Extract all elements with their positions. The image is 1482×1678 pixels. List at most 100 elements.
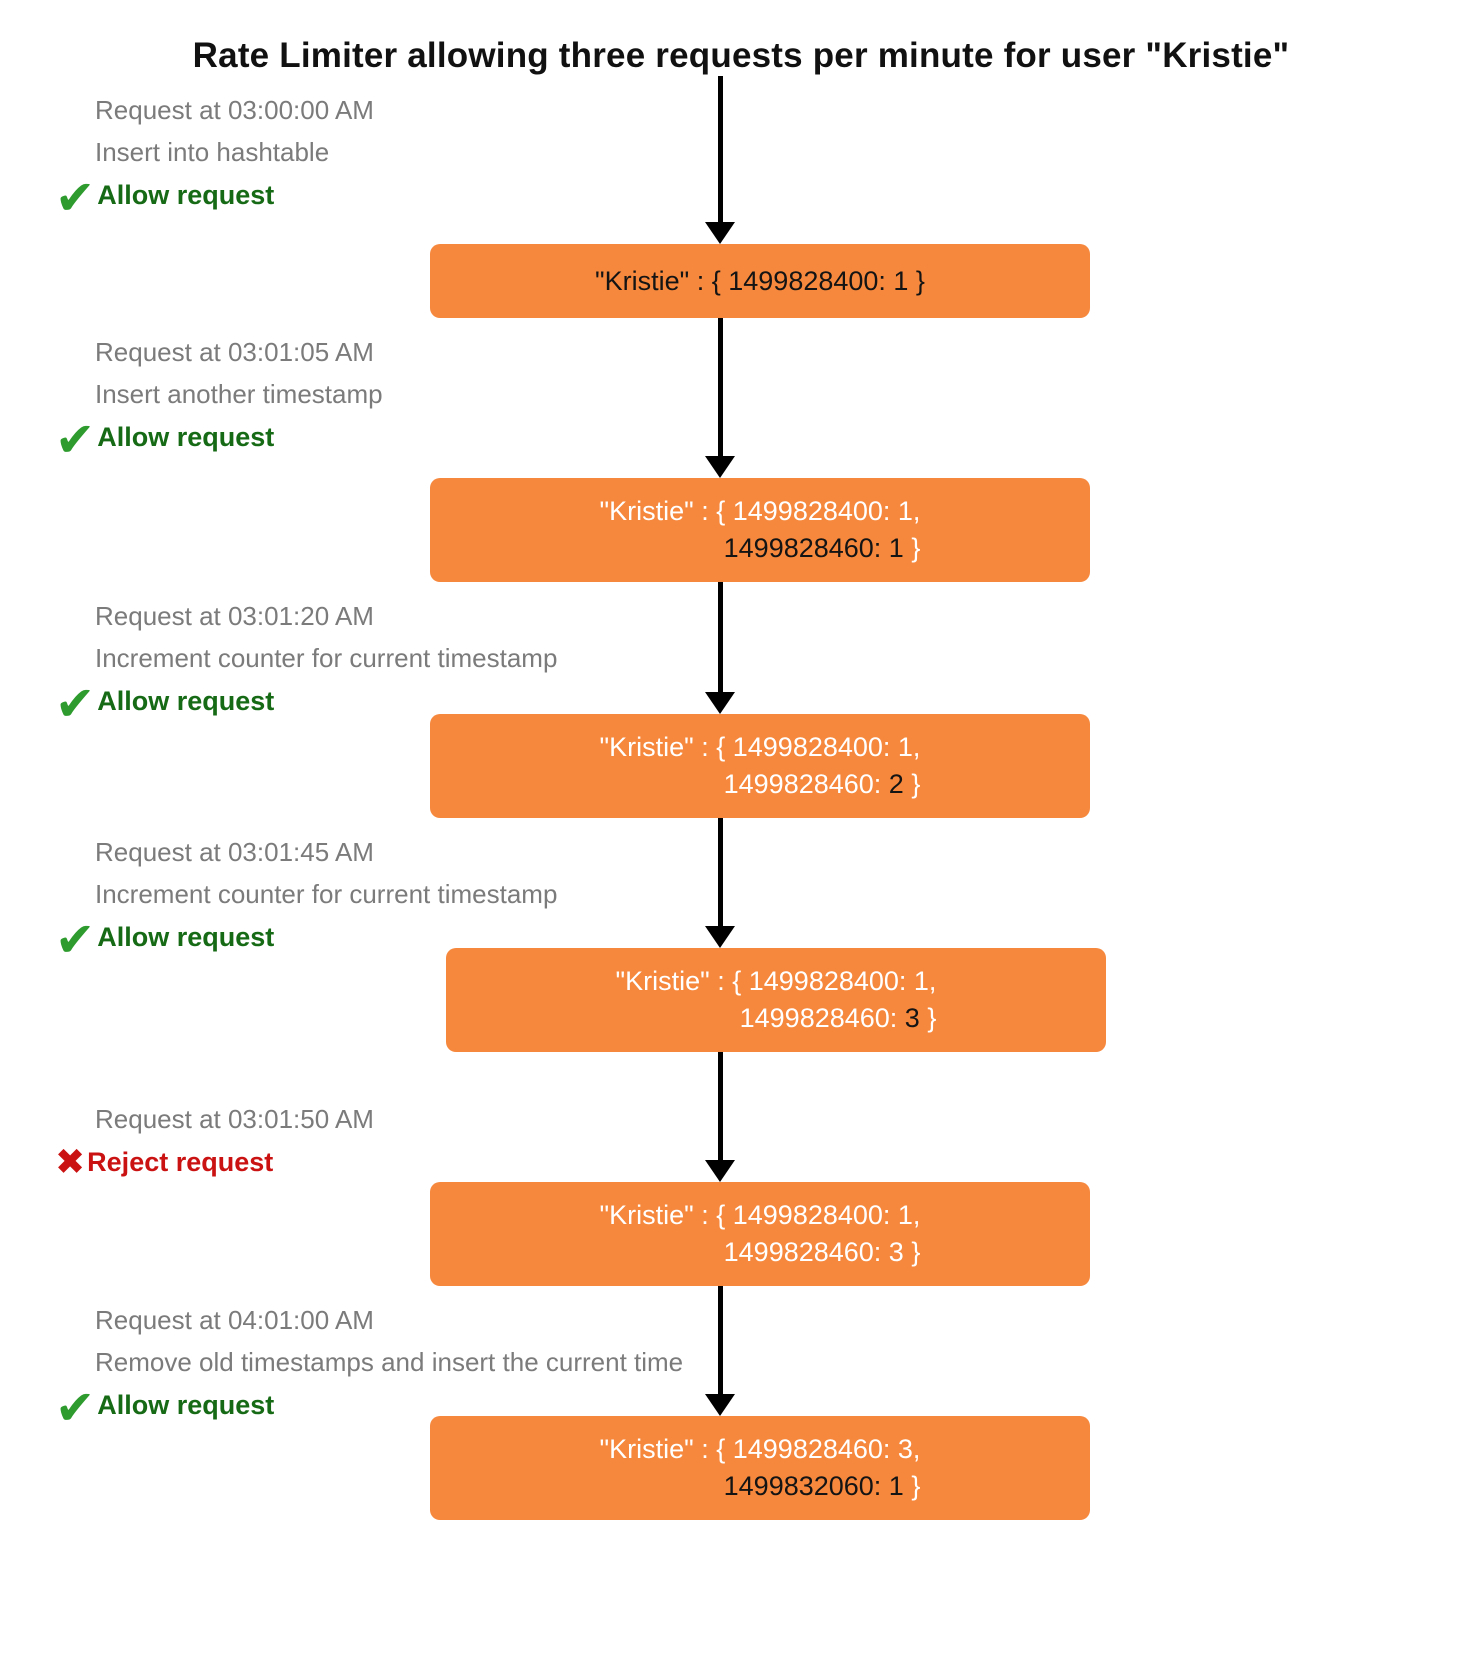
step-gap: Request at 03:01:20 AM Increment counter… [0, 582, 1482, 729]
verdict-text: Reject request [87, 1146, 274, 1177]
hashtable-text: 1499828460: [723, 769, 889, 799]
hashtable-text: } [903, 769, 921, 799]
step-annotation: Request at 03:01:20 AM Increment counter… [55, 595, 558, 729]
request-time-label: Request at 03:01:05 AM [95, 337, 374, 367]
request-time-label: Request at 03:01:50 AM [95, 1104, 374, 1134]
arrow-shaft [717, 1286, 723, 1394]
hashtable-text-line: "Kristie" : { 1499828400: 1, [446, 963, 1106, 1000]
arrow-head [705, 222, 735, 244]
diagram-title: Rate Limiter allowing three requests per… [192, 36, 1290, 75]
hashtable-text-line: 1499828460: 1 } [492, 530, 1152, 567]
step-annotation: Request at 03:01:05 AM Insert another ti… [55, 331, 383, 465]
x-icon: ✖ [55, 1141, 86, 1182]
request-time-label: Request at 04:01:00 AM [95, 1305, 374, 1335]
request-time-label: Request at 03:00:00 AM [95, 95, 374, 125]
step-gap: Request at 03:01:05 AM Insert another ti… [0, 318, 1482, 478]
verdict-label: ✔ Allow request [55, 914, 557, 967]
down-arrow-icon [702, 1052, 738, 1182]
hashtable-text: 1499828460: 3 } [723, 1237, 921, 1267]
arrow-shaft [717, 818, 723, 926]
hashtable-text-line: "Kristie" : { 1499828460: 3, [430, 1431, 1090, 1468]
down-arrow-icon [702, 318, 738, 478]
step-annotation: Request at 03:00:00 AM Insert into hasht… [55, 89, 374, 223]
flow-step: Request at 04:01:00 AM Remove old timest… [0, 1286, 1482, 1520]
check-icon: ✔ [55, 1382, 96, 1435]
down-arrow-icon [702, 582, 738, 714]
hashtable-text: } [919, 1003, 937, 1033]
step-gap: Request at 03:00:00 AM Insert into hasht… [0, 76, 1482, 244]
hashtable-node: "Kristie" : { 1499828400: 1,1499828460: … [430, 714, 1090, 818]
arrow-head [705, 456, 735, 478]
step-gap: Request at 04:01:00 AM Remove old timest… [0, 1286, 1482, 1433]
verdict-text: Allow request [97, 179, 275, 210]
changed-value-text: 1499828460: 1 [723, 533, 904, 563]
arrow-shaft [717, 582, 723, 692]
arrow-shaft [717, 318, 723, 456]
step-gap: Request at 03:01:50 AM ✖ Reject request [0, 1052, 1482, 1182]
hashtable-text-line: "Kristie" : { 1499828400: 1, [430, 493, 1090, 530]
down-arrow-icon [702, 818, 738, 948]
arrow-shaft [717, 76, 723, 222]
hashtable-node: "Kristie" : { 1499828400: 1 } [430, 244, 1090, 318]
hashtable-text: "Kristie" : { 1499828400: 1, [599, 496, 921, 526]
changed-value-text: 3 [904, 1003, 920, 1033]
arrow-head [705, 1160, 735, 1182]
hashtable-text: "Kristie" : { 1499828400: 1, [599, 1200, 921, 1230]
arrow-head [705, 1394, 735, 1416]
hashtable-text: "Kristie" : { 1499828460: 3, [599, 1434, 921, 1464]
check-icon: ✔ [55, 914, 96, 967]
verdict-text: Allow request [97, 921, 275, 952]
hashtable-text: "Kristie" : { 1499828400: 1, [615, 966, 937, 996]
request-time-label: Request at 03:01:45 AM [95, 837, 374, 867]
hashtable-node: "Kristie" : { 1499828460: 3, 1499832060: … [430, 1416, 1090, 1520]
verdict-label: ✔ Allow request [55, 414, 383, 467]
verdict-text: Allow request [97, 685, 275, 716]
verdict-text: Allow request [97, 1389, 275, 1420]
request-time-label: Request at 03:01:20 AM [95, 601, 374, 631]
hashtable-text: } [903, 1471, 921, 1501]
verdict-label: ✔ Allow request [55, 172, 374, 225]
hashtable-node: "Kristie" : { 1499828400: 1, 1499828460: … [430, 478, 1090, 582]
check-icon: ✔ [55, 172, 96, 225]
action-label: Increment counter for current timestamp [95, 643, 558, 673]
check-icon: ✔ [55, 414, 96, 467]
flow-step: Request at 03:01:45 AM Increment counter… [0, 818, 1482, 1052]
changed-value-text: 2 [888, 769, 904, 799]
action-label: Remove old timestamps and insert the cur… [95, 1347, 684, 1377]
hashtable-text-line: "Kristie" : { 1499828400: 1, [430, 1197, 1090, 1234]
flow-step: Request at 03:01:20 AM Increment counter… [0, 582, 1482, 818]
flow-step: Request at 03:01:05 AM Insert another ti… [0, 318, 1482, 582]
action-label: Insert into hashtable [95, 137, 330, 167]
step-annotation: Request at 03:01:50 AM ✖ Reject request [55, 1098, 374, 1184]
changed-value-text: "Kristie" : { 1499828400: 1 } [595, 265, 925, 296]
down-arrow-icon [702, 76, 738, 244]
hashtable-text: 1499828460: [739, 1003, 905, 1033]
action-label: Insert another timestamp [95, 379, 383, 409]
verdict-text: Allow request [97, 421, 275, 452]
action-label: Increment counter for current timestamp [95, 879, 558, 909]
hashtable-text-line: 1499828460: 3 } [492, 1234, 1152, 1271]
check-icon: ✔ [55, 678, 96, 731]
hashtable-text-line: 1499828460: 2 } [492, 766, 1152, 803]
hashtable-text-line: 1499832060: 1 } [492, 1468, 1152, 1505]
flow-step: Request at 03:00:00 AM Insert into hasht… [0, 76, 1482, 318]
step-annotation: Request at 03:01:45 AM Increment counter… [55, 831, 558, 965]
arrow-head [705, 692, 735, 714]
step-annotation: Request at 04:01:00 AM Remove old timest… [55, 1299, 684, 1433]
verdict-label: ✔ Allow request [55, 1382, 683, 1435]
hashtable-text-line: "Kristie" : { 1499828400: 1 } [430, 263, 1090, 300]
hashtable-text: } [903, 533, 921, 563]
step-gap: Request at 03:01:45 AM Increment counter… [0, 818, 1482, 965]
changed-value-text: 1499832060: 1 [723, 1471, 904, 1501]
verdict-label: ✔ Allow request [55, 678, 557, 731]
arrow-head [705, 926, 735, 948]
verdict-label: ✖ Reject request [55, 1140, 374, 1184]
flow-container: Request at 03:00:00 AM Insert into hasht… [0, 76, 1482, 1520]
hashtable-node: "Kristie" : { 1499828400: 1,1499828460: … [446, 948, 1106, 1052]
flow-step: Request at 03:01:50 AM ✖ Reject request … [0, 1052, 1482, 1286]
hashtable-text: "Kristie" : { 1499828400: 1, [599, 732, 921, 762]
arrow-shaft [717, 1052, 723, 1160]
hashtable-text-line: 1499828460: 3 } [508, 1000, 1168, 1037]
hashtable-node: "Kristie" : { 1499828400: 1, 1499828460: … [430, 1182, 1090, 1286]
down-arrow-icon [702, 1286, 738, 1416]
